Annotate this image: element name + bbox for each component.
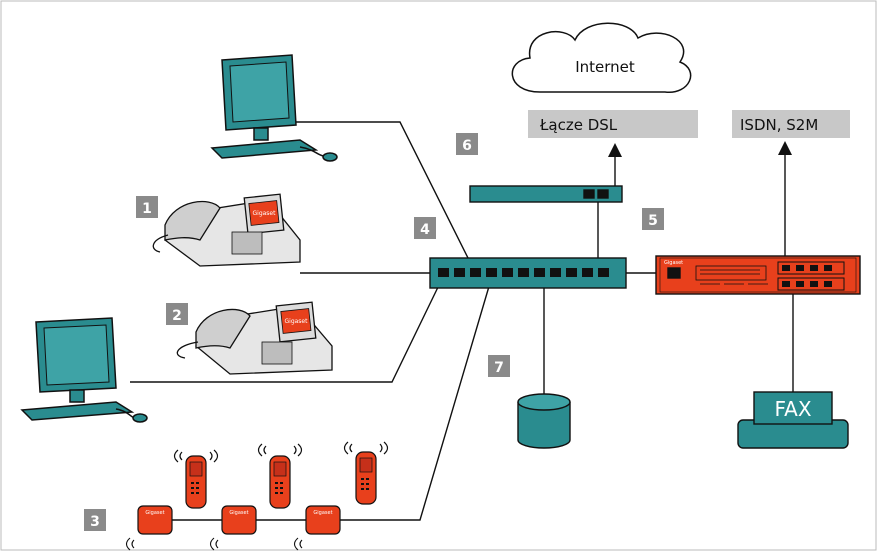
dect-base-1-brand: Gigaset xyxy=(145,510,164,516)
dsl-box: Łącze DSL xyxy=(528,110,698,138)
isdn-box: ISDN, S2M xyxy=(732,110,850,138)
connection-lines xyxy=(130,121,794,521)
storage-cylinder-icon xyxy=(517,393,571,449)
computer-1-icon xyxy=(210,54,338,162)
marker-4: 4 xyxy=(420,222,430,238)
pbx-server-icon: Gigaset xyxy=(655,255,861,295)
fax-machine-icon: FAX xyxy=(737,391,849,449)
marker-3: 3 xyxy=(90,514,100,530)
line-pc2-phone2-switch xyxy=(130,282,441,383)
computer-2-icon xyxy=(20,317,148,423)
fax-label: FAX xyxy=(774,397,811,421)
marker-5: 5 xyxy=(648,213,658,229)
dect-base-2-brand: Gigaset xyxy=(229,510,248,516)
internet-label: Internet xyxy=(575,58,635,76)
markers: 1 2 3 4 5 6 7 xyxy=(84,133,664,531)
internet-cloud: Internet xyxy=(511,22,692,93)
marker-1: 1 xyxy=(142,201,152,217)
uplink-arrows xyxy=(608,141,792,262)
handset-3-icon xyxy=(343,441,389,505)
desk-phone-1-icon: Gigaset xyxy=(152,193,301,267)
base-signal-icons xyxy=(125,537,303,551)
handset-1-icon xyxy=(173,449,219,509)
isdn-label: ISDN, S2M xyxy=(740,116,818,134)
marker-2: 2 xyxy=(172,308,182,324)
dect-base-1-icon: Gigaset xyxy=(137,505,173,535)
dect-base-stations: Gigaset Gigaset Gigaset xyxy=(125,505,341,551)
desk-phone-2-icon: Gigaset xyxy=(176,301,333,375)
dect-base-3-icon: Gigaset xyxy=(305,505,341,535)
dsl-router-icon xyxy=(469,185,623,203)
line-pc1-switch xyxy=(285,121,471,263)
dect-base-3-brand: Gigaset xyxy=(313,510,332,516)
dsl-label: Łącze DSL xyxy=(539,116,618,134)
marker-7: 7 xyxy=(494,360,504,376)
handset-2-icon xyxy=(257,443,303,509)
phone-1-brand: Gigaset xyxy=(253,210,277,217)
marker-6: 6 xyxy=(462,138,472,154)
dect-handsets xyxy=(173,441,389,509)
dect-base-2-icon: Gigaset xyxy=(221,505,257,535)
phone-2-brand: Gigaset xyxy=(285,318,309,325)
line-dect-switch xyxy=(325,282,491,521)
network-switch-icon xyxy=(429,257,627,289)
pbx-brand: Gigaset xyxy=(664,260,683,266)
